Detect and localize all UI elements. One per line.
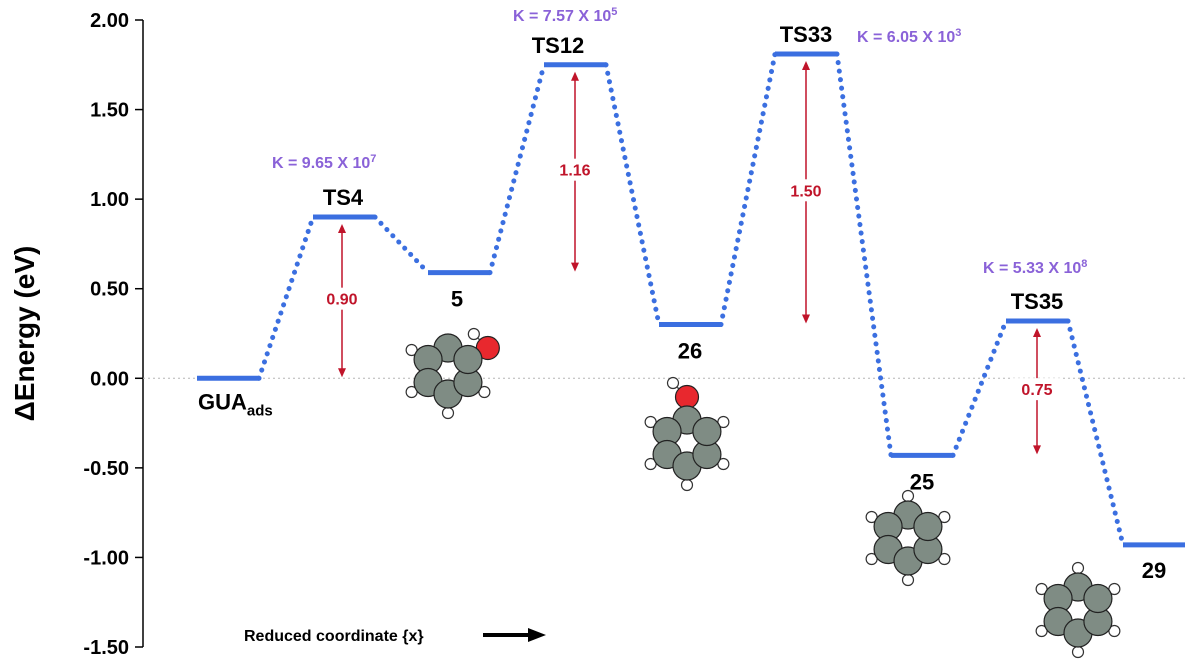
y-tick-label: 1.00: [90, 189, 129, 211]
barrier-arrowhead-bottom: [1033, 445, 1041, 455]
rate-constant-base: K = 6.05 X 10: [857, 29, 955, 46]
barrier-arrowhead-bottom: [802, 314, 810, 324]
connector-dotted-line: [256, 214, 316, 381]
barrier-label-background: [318, 287, 366, 310]
barrier-value-ts35: 0.75: [1021, 382, 1052, 399]
state-label-ts4: TS4: [323, 185, 364, 210]
state-label-gua: GUAads: [198, 389, 273, 419]
hydrogen-atom: [666, 376, 680, 390]
barrier-label-background: [1013, 378, 1061, 401]
carbon-atom: [453, 344, 483, 375]
y-tick-label: -0.50: [83, 458, 129, 480]
carbon-atom: [913, 511, 943, 542]
hydrogen-atom: [680, 478, 694, 492]
barrier-label-background: [551, 158, 599, 181]
rate-constant-ts35: K = 5.33 X 108: [983, 258, 1087, 277]
barrier-arrowhead-top: [338, 224, 346, 234]
state-label-text: 26: [678, 339, 702, 364]
state-label-text: 5: [451, 287, 463, 312]
connector-dotted-line: [950, 318, 1009, 458]
state-label-ts12: TS12: [532, 33, 585, 58]
y-tick-label: -1.00: [83, 547, 129, 569]
connector-dotted-line: [487, 62, 547, 276]
barrier-arrowhead-top: [802, 61, 810, 71]
hydrogen-atom: [467, 327, 480, 341]
rate-constant-base: K = 9.65 X 10: [272, 155, 370, 172]
y-tick-label: 1.50: [90, 100, 129, 122]
barrier-arrowhead-bottom: [338, 368, 346, 378]
y-axis-label: ΔEnergy (eV): [9, 246, 40, 422]
state-label-text: TS4: [323, 185, 364, 210]
level-layer: [197, 51, 1185, 548]
state-label-text: TS33: [780, 22, 833, 47]
state-label-ts35: TS35: [1011, 289, 1064, 314]
molecule-5: [405, 327, 500, 420]
connector-dotted-line: [718, 51, 778, 328]
connector-dotted-line: [1065, 318, 1126, 548]
rate-constant-exponent: 3: [955, 27, 961, 39]
connector-dotted-line: [834, 51, 894, 458]
state-label-s26: 26: [678, 339, 702, 364]
y-tick-label: -1.50: [83, 637, 129, 659]
rate-constant-ts12: K = 7.57 X 105: [513, 6, 617, 25]
oxygen-atom: [674, 384, 700, 410]
hydrogen-atom: [1071, 561, 1085, 575]
state-label-s29: 29: [1142, 558, 1166, 583]
state-label-text: TS35: [1011, 289, 1064, 314]
carbon-atom: [1083, 583, 1113, 614]
state-label-text: 29: [1142, 558, 1166, 583]
state-label-s25: 25: [910, 469, 934, 494]
barrier-value-ts12: 1.16: [559, 163, 590, 180]
rate-constant-ts33: K = 6.05 X 103: [857, 27, 961, 46]
molecule-layer: [405, 327, 1121, 659]
molecule-25: [865, 489, 951, 587]
rate-constant-base: K = 7.57 X 10: [513, 8, 611, 25]
connector-layer: [256, 51, 1126, 548]
y-tick-label: 0.00: [90, 368, 129, 390]
state-label-text: GUA: [198, 389, 247, 414]
barrier-arrowhead-top: [1033, 327, 1041, 337]
molecule-29: [1035, 561, 1121, 659]
rate-constant-exponent: 8: [1081, 258, 1087, 270]
y-tick-label: 2.00: [90, 10, 129, 32]
rate-constant-ts4: K = 9.65 X 107: [272, 153, 376, 172]
hydrogen-atom: [901, 573, 915, 587]
state-label-text: 25: [910, 469, 934, 494]
rate-constant-exponent: 7: [370, 153, 376, 165]
state-label-text: TS12: [532, 33, 585, 58]
hydrogen-atom: [441, 406, 455, 420]
x-axis-label: Reduced coordinate {x}: [244, 628, 424, 645]
connector-dotted-line: [372, 214, 431, 276]
connector-dotted-line: [603, 62, 662, 328]
carbon-atom: [692, 416, 722, 447]
state-label-ts33: TS33: [780, 22, 833, 47]
axis-layer: 2.00 1.50 1.00 0.50 0.00 -0.50 -1.00 -1.50 ΔEner…: [9, 10, 1187, 659]
x-direction-arrow-head: [528, 628, 546, 642]
state-label-s5: 5: [451, 287, 463, 312]
rate-constant-base: K = 5.33 X 10: [983, 260, 1081, 277]
barrier-label-background: [782, 179, 830, 202]
molecule-26: [644, 376, 730, 492]
barrier-arrowhead-bottom: [571, 262, 579, 272]
barrier-value-ts4: 0.90: [326, 292, 357, 309]
y-tick-label: 0.50: [90, 279, 129, 301]
annotation-layer: GUAadsTS45TS1226TS3325TS35290.901.161.50…: [198, 6, 1166, 583]
rate-constant-exponent: 5: [611, 6, 617, 18]
hydrogen-atom: [1071, 645, 1085, 659]
barrier-arrowhead-top: [571, 71, 579, 81]
state-label-subscript: ads: [247, 402, 273, 419]
barrier-value-ts33: 1.50: [790, 183, 821, 200]
